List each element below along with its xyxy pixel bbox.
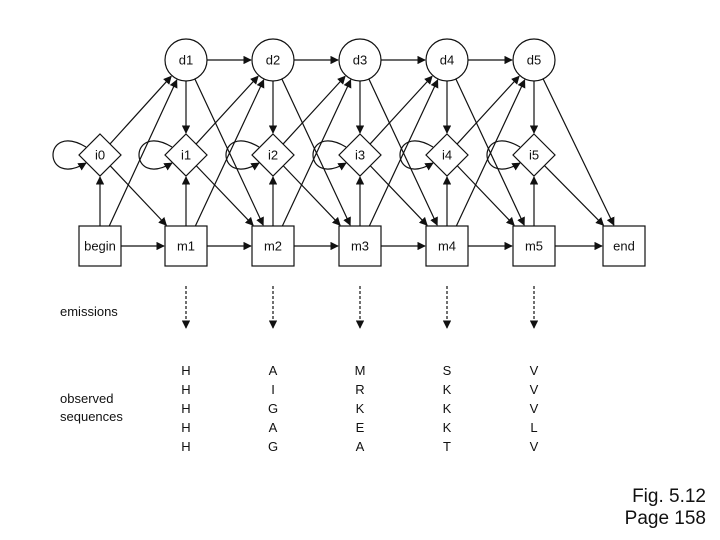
sequence-char-c2-r3: G xyxy=(268,401,278,416)
page-number: Page 158 xyxy=(624,508,706,529)
edge-d2-m3 xyxy=(281,78,351,226)
end-state-label: end xyxy=(613,239,635,254)
edge-i1-d2 xyxy=(195,75,259,145)
insert-state-i2: i2 xyxy=(251,133,295,177)
side-labels: emissions observed sequences xyxy=(60,304,123,424)
edge-i5-end xyxy=(544,165,605,226)
match-state-m3-label: m3 xyxy=(351,239,369,254)
sequence-char-c1-r5: H xyxy=(181,439,190,454)
loop-i4 xyxy=(399,140,434,171)
sequence-char-c4-r2: K xyxy=(443,382,452,397)
figure-caption: Fig. 5.12 Page 158 xyxy=(625,486,706,530)
match-state-m1-label: m1 xyxy=(177,239,195,254)
insert-state-i5: i5 xyxy=(512,133,556,177)
match-state-m5: m5 xyxy=(512,225,556,267)
delete-state-d4: d4 xyxy=(425,38,469,82)
sequence-char-c3-r1: M xyxy=(355,363,366,378)
edge-i0-m1 xyxy=(109,165,167,226)
delete-state-d1: d1 xyxy=(164,38,208,82)
sequence-char-c3-r2: R xyxy=(355,382,364,397)
insert-state-i5-label: i5 xyxy=(529,148,539,163)
edge-i2-d3 xyxy=(282,75,346,145)
delete-state-d2-label: d2 xyxy=(266,53,280,68)
match-state-m2-label: m2 xyxy=(264,239,282,254)
loop-i3 xyxy=(312,140,347,171)
delete-state-d3: d3 xyxy=(338,38,382,82)
match-state-m3: m3 xyxy=(338,225,382,267)
match-state-m4: m4 xyxy=(425,225,469,267)
emissions-label: emissions xyxy=(60,304,118,319)
loop-i5 xyxy=(486,140,521,171)
sequence-char-c5-r5: V xyxy=(530,439,539,454)
delete-state-d5: d5 xyxy=(512,38,556,82)
sequence-char-c2-r4: A xyxy=(269,420,278,435)
delete-state-d4-label: d4 xyxy=(440,53,454,68)
edge-i4-d5 xyxy=(456,75,520,145)
insert-state-i1-label: i1 xyxy=(181,148,191,163)
insert-state-i3: i3 xyxy=(338,133,382,177)
edge-d4-m5 xyxy=(455,78,525,226)
sequence-char-c1-r2: H xyxy=(181,382,190,397)
sequence-char-c5-r2: V xyxy=(530,382,539,397)
insert-state-i3-label: i3 xyxy=(355,148,365,163)
begin-state-label: begin xyxy=(84,239,116,254)
sequence-char-c4-r3: K xyxy=(443,401,452,416)
delete-state-d5-label: d5 xyxy=(527,53,541,68)
loop-i2 xyxy=(225,140,260,171)
edge-i0-d1 xyxy=(109,75,172,145)
edge-d5-end xyxy=(542,78,615,226)
observed-label: observed xyxy=(60,391,113,406)
state-nodes: begin end m1 d1 m2 d2 m3 d3 m4 d4 m5 d5 i0 i1 i2 i3 i4 i5 xyxy=(78,38,646,267)
emission-arrows xyxy=(181,286,539,329)
sequence-char-c3-r3: K xyxy=(356,401,365,416)
sequence-char-c4-r5: T xyxy=(443,439,451,454)
sequence-char-c5-r1: V xyxy=(530,363,539,378)
insert-state-i0-label: i0 xyxy=(95,148,105,163)
transition-edges xyxy=(52,55,615,251)
sequence-char-c3-r5: A xyxy=(356,439,365,454)
match-state-m5-label: m5 xyxy=(525,239,543,254)
insert-state-i1: i1 xyxy=(164,133,208,177)
edge-i2-m3 xyxy=(282,165,341,226)
sequence-char-c2-r1: A xyxy=(269,363,278,378)
insert-state-i0: i0 xyxy=(78,133,122,177)
edge-i3-d4 xyxy=(369,75,433,145)
sequence-char-c1-r3: H xyxy=(181,401,190,416)
sequence-char-c3-r4: E xyxy=(356,420,365,435)
match-state-m1: m1 xyxy=(164,225,208,267)
delete-state-d3-label: d3 xyxy=(353,53,367,68)
match-state-m2: m2 xyxy=(251,225,295,267)
loop-i1 xyxy=(138,140,173,171)
edge-i1-m2 xyxy=(195,165,254,226)
delete-state-d2: d2 xyxy=(251,38,295,82)
sequence-char-c5-r3: V xyxy=(530,401,539,416)
match-state-m4-label: m4 xyxy=(438,239,456,254)
sequence-char-c5-r4: L xyxy=(530,420,537,435)
figure-number: Fig. 5.12 xyxy=(632,486,706,507)
loop-i0 xyxy=(52,140,87,171)
edge-i4-m5 xyxy=(456,165,515,226)
edge-d3-m4 xyxy=(368,78,438,226)
sequence-char-c4-r4: K xyxy=(443,420,452,435)
sequence-char-c4-r1: S xyxy=(443,363,452,378)
begin-state: begin xyxy=(78,225,122,267)
sequence-char-c2-r2: I xyxy=(271,382,275,397)
sequence-char-c2-r5: G xyxy=(268,439,278,454)
insert-state-i4-label: i4 xyxy=(442,148,452,163)
edge-d1-m2 xyxy=(194,78,264,226)
sequence-char-c1-r1: H xyxy=(181,363,190,378)
sequence-char-c1-r4: H xyxy=(181,420,190,435)
sequences-label: sequences xyxy=(60,409,123,424)
delete-state-d1-label: d1 xyxy=(179,53,193,68)
edge-begin-d1 xyxy=(108,79,178,227)
end-state: end xyxy=(602,225,646,267)
insert-state-i4: i4 xyxy=(425,133,469,177)
edge-i3-m4 xyxy=(369,165,428,226)
insert-state-i2-label: i2 xyxy=(268,148,278,163)
